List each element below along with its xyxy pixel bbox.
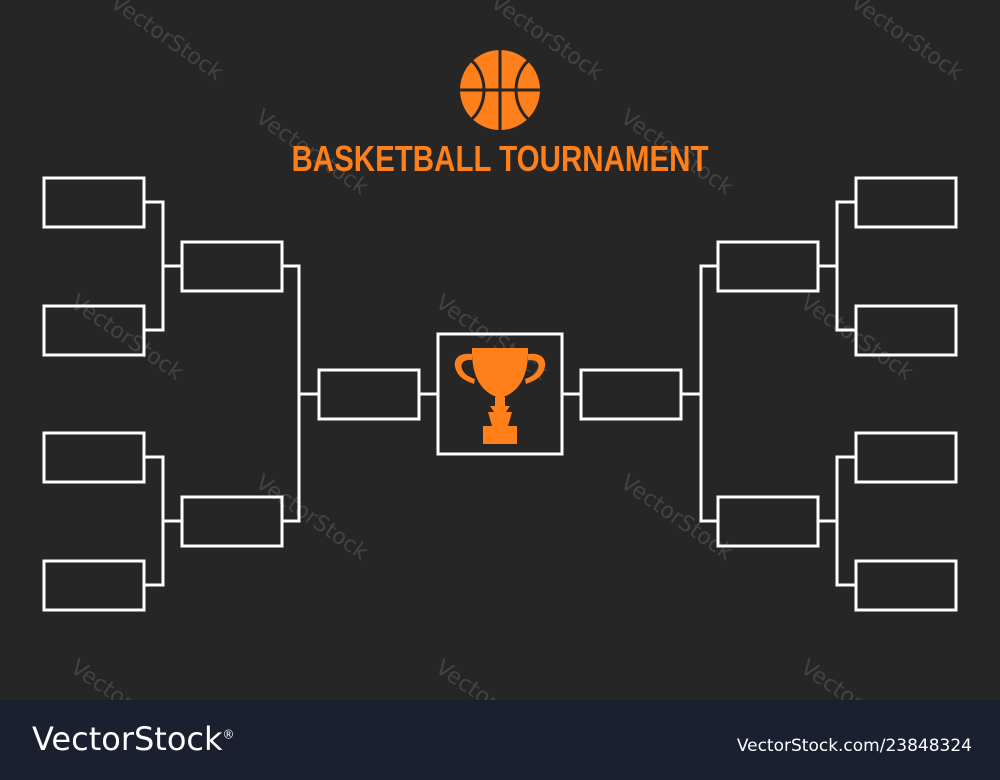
footer-logo: VectorStock® [32, 720, 235, 758]
left-round2-slot[interactable] [180, 495, 284, 548]
footer-bar: VectorStock® VectorStock.com/23848324 [0, 700, 1000, 780]
page-title: BASKETBALL TOURNAMENT [291, 138, 709, 179]
right-round1-slot[interactable] [854, 431, 958, 484]
right-round1-slot[interactable] [854, 304, 958, 357]
bracket-connector [282, 264, 301, 523]
bracket-connector [699, 264, 718, 523]
left-round1-slot[interactable] [42, 176, 146, 229]
bracket-diagram [42, 176, 958, 612]
left-round1-slot[interactable] [42, 431, 146, 484]
tournament-bracket-stage: VectorStock VectorStock VectorStock Vect… [42, 0, 967, 751]
bracket-connector [835, 455, 856, 587]
left-round1-slot[interactable] [42, 559, 146, 612]
right-round2-slot[interactable] [716, 495, 820, 548]
right-round1-slot[interactable] [854, 176, 958, 229]
footer-image-id: VectorStock.com/23848324 [736, 736, 972, 756]
left-semifinal-slot[interactable] [317, 368, 421, 421]
bracket-connector [835, 200, 856, 332]
trophy-icon [454, 348, 546, 444]
footer-logo-mark: ® [222, 727, 235, 742]
footer-logo-text: VectorStock [32, 720, 223, 758]
right-round1-slot[interactable] [854, 559, 958, 612]
right-semifinal-slot[interactable] [579, 368, 683, 421]
left-round2-slot[interactable] [180, 240, 284, 293]
left-round1-slot[interactable] [42, 304, 146, 357]
basketball-icon [460, 50, 540, 130]
right-round2-slot[interactable] [716, 240, 820, 293]
bracket-connector [144, 455, 165, 587]
bracket-connector [144, 200, 165, 332]
